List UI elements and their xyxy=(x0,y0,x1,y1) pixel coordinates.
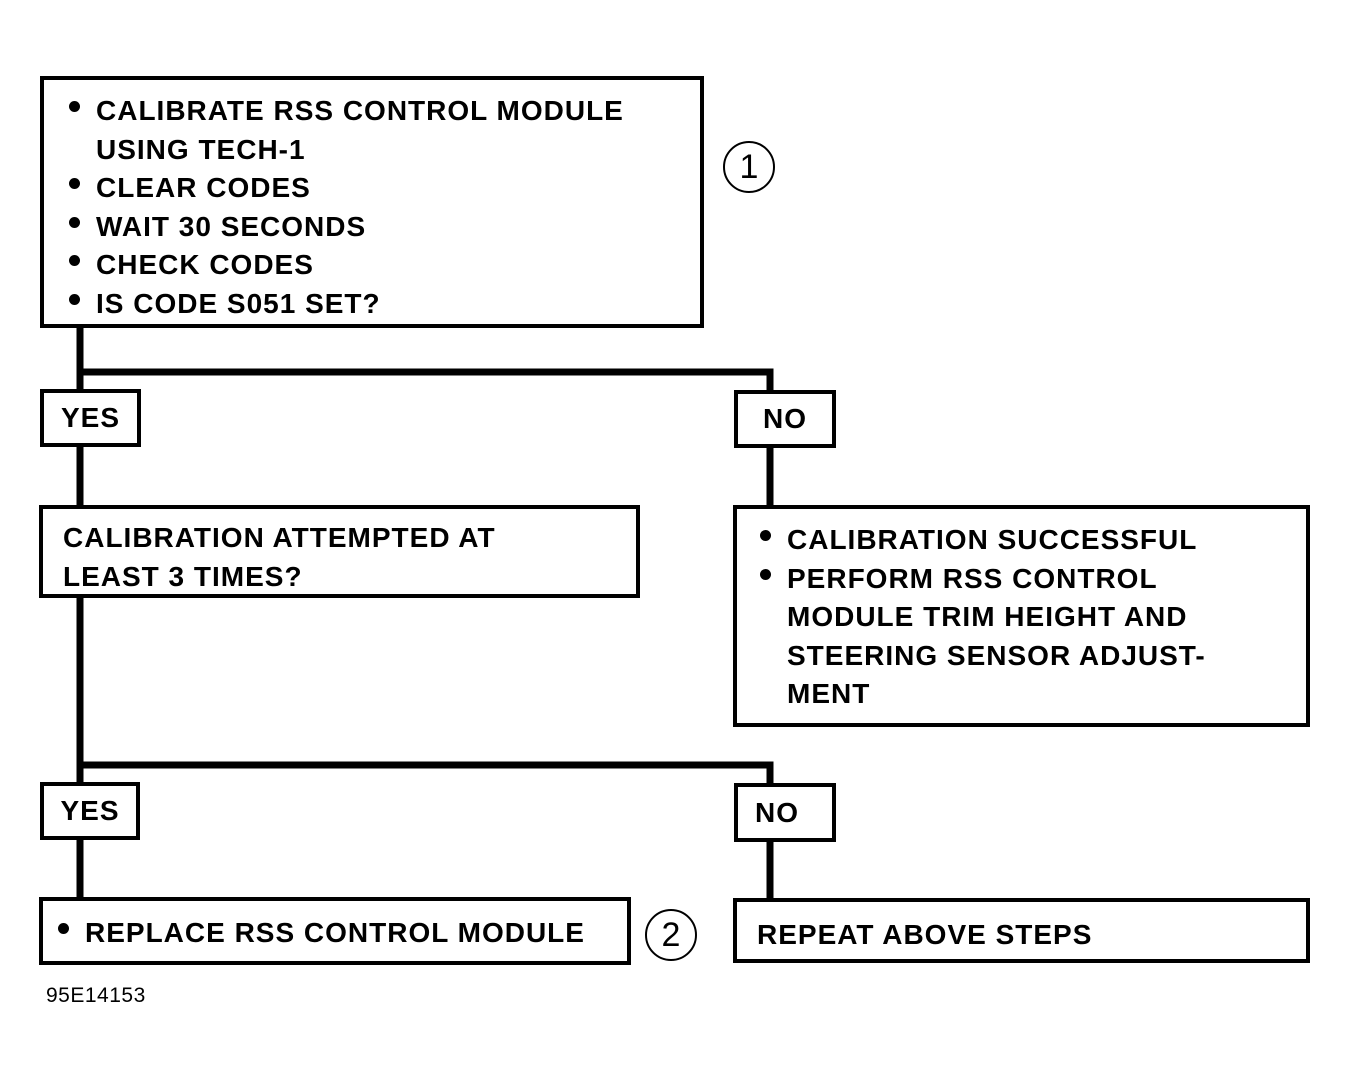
step1-item-question: IS CODE S051 SET? xyxy=(66,285,682,324)
step2-box: CALIBRATION ATTEMPTED AT LEAST 3 TIMES? xyxy=(39,505,640,598)
step1-box: CALIBRATE RSS CONTROL MODULE USING TECH-… xyxy=(40,76,704,328)
success-list: CALIBRATION SUCCESSFUL PERFORM RSS CONTR… xyxy=(757,521,1294,714)
replace-list: REPLACE RSS CONTROL MODULE xyxy=(55,914,615,953)
figure-id: 95E14153 xyxy=(46,984,146,1007)
success-item-calibration-successful: CALIBRATION SUCCESSFUL xyxy=(757,521,1294,560)
branch2-no-label: NO xyxy=(734,783,836,842)
step2-question: CALIBRATION ATTEMPTED AT LEAST 3 TIMES? xyxy=(63,522,496,592)
success-item-perform-adjustment: PERFORM RSS CONTROL MODULE TRIM HEIGHT A… xyxy=(757,560,1257,714)
branch1-no-label: NO xyxy=(734,390,836,448)
callout-1: 1 xyxy=(723,141,775,193)
step1-item-clear-codes: CLEAR CODES xyxy=(66,169,682,208)
replace-item-replace-module: REPLACE RSS CONTROL MODULE xyxy=(55,914,615,953)
repeat-text: REPEAT ABOVE STEPS xyxy=(757,919,1093,950)
step1-item-check-codes: CHECK CODES xyxy=(66,246,682,285)
step1-list: CALIBRATE RSS CONTROL MODULE USING TECH-… xyxy=(66,92,682,323)
step1-item-calibrate: CALIBRATE RSS CONTROL MODULE USING TECH-… xyxy=(66,92,686,169)
repeat-box: REPEAT ABOVE STEPS xyxy=(733,898,1310,963)
success-box: CALIBRATION SUCCESSFUL PERFORM RSS CONTR… xyxy=(733,505,1310,727)
replace-box: REPLACE RSS CONTROL MODULE xyxy=(39,897,631,965)
branch2-yes-label: YES xyxy=(40,782,140,840)
callout-2: 2 xyxy=(645,909,697,961)
step1-item-wait: WAIT 30 SECONDS xyxy=(66,208,682,247)
branch1-yes-label: YES xyxy=(40,389,141,447)
